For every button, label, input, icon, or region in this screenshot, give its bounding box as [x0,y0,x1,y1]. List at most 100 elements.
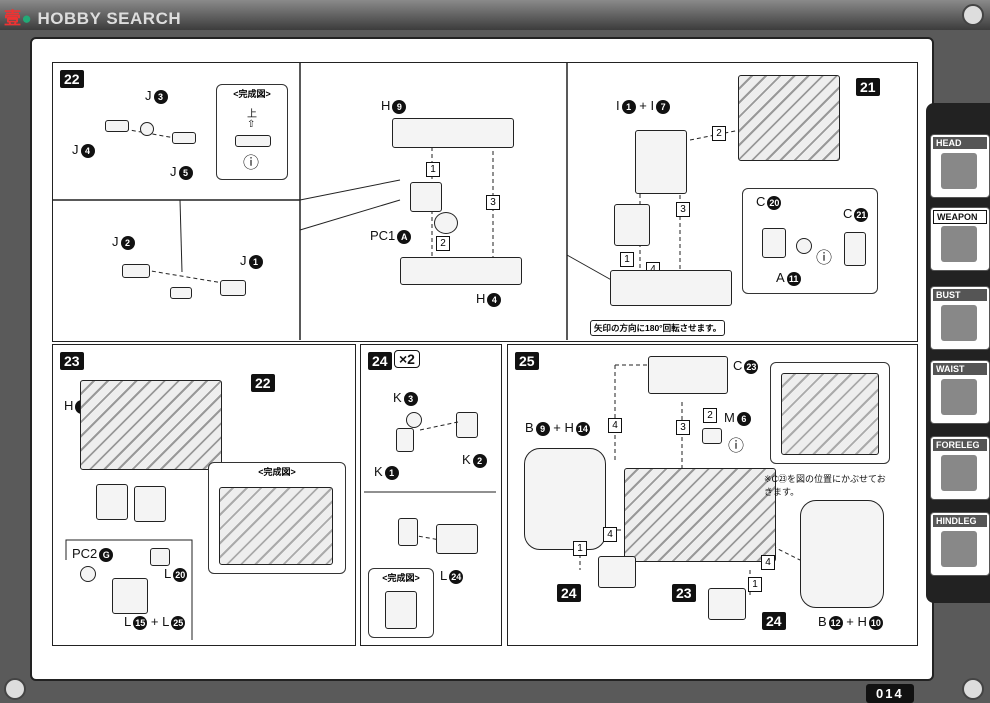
step-23-number: 23 [60,352,84,370]
step-marker-1: 1 [426,162,440,177]
part-c20 [762,228,786,258]
part-h9 [392,118,514,148]
part-bracket [410,182,442,212]
tab-weapon[interactable]: WEAPON [930,207,990,271]
waist-icon [941,379,977,415]
part-j-small [170,287,192,299]
part-l15 [112,578,148,614]
weapon-assembly [80,380,222,470]
part-mount [614,204,650,246]
foreleg-icon [941,455,977,491]
part-assembled [235,135,271,147]
step-marker-1: 1 [573,541,587,556]
step-24-completed-view: <完成図> [368,568,434,638]
step-21-number: 21 [856,78,880,96]
watermark-logo: 壹● HOBBY SEARCH [4,9,182,28]
up-label: 上 [247,109,257,120]
part-b9-shield [524,448,606,550]
step-23-reference: 23 [672,584,696,602]
tab-foreleg[interactable]: FORELEG [930,436,990,500]
part-pc1-cap [434,212,458,234]
part-j2 [122,264,150,278]
part-j1 [220,280,246,296]
detail-illustration [781,373,879,455]
part-m6 [702,428,722,444]
step-24-reference: 24 [557,584,581,602]
step-25-detail-view [770,362,890,464]
part-k2 [456,412,478,438]
missile-pod-assembly [738,75,840,161]
step-marker-3: 3 [676,202,690,217]
tab-waist[interactable]: WAIST [930,360,990,424]
up-arrow-icon: ⇧ [247,119,256,130]
part-l24 [436,524,478,554]
part-k1 [396,428,414,452]
tab-hindleg[interactable]: HINDLEG [930,512,990,576]
step-marker-2: 2 [436,236,450,251]
attention-icon: ⓘ [243,155,260,172]
part-j4 [105,120,129,132]
part-arm-left [96,484,128,520]
weapon-body [624,468,776,562]
step-25-number: 25 [515,352,539,370]
part-24-right [708,588,746,620]
step-24-reference: 24 [762,612,786,630]
part-k3 [406,412,422,428]
corner-bolt-icon [4,678,26,700]
corner-bolt-icon [962,4,984,26]
step-marker-3: 3 [486,195,500,210]
head-icon [941,153,977,189]
part-c21 [844,232,866,266]
part-arm-right [134,486,166,522]
part-base [610,270,732,306]
step-22-completed-view: <完成図> 上 ⇧ ⓘ [216,84,288,180]
corner-bolt-icon [962,678,984,700]
tab-head[interactable]: HEAD [930,134,990,198]
part-j5 [172,132,196,144]
part-l20 [150,548,170,566]
part-j3 [140,122,154,136]
step-marker-1: 1 [620,252,634,267]
step-marker-4: 4 [603,527,617,542]
weapon-icon [941,226,977,262]
step-marker-2: 2 [703,408,717,423]
tab-bust[interactable]: BUST [930,286,990,350]
rotate-note: 矢印の方向に180°回転させます。 [590,320,726,336]
completed-weapon [219,487,333,565]
part-i-housing [635,130,687,194]
part-k-assembly [398,518,418,546]
step-22-reference: 22 [251,374,275,392]
step-22-number: 22 [60,70,84,88]
part-pc2 [80,566,96,582]
step-marker-4: 4 [761,555,775,570]
part-c23 [648,356,728,394]
step-marker-1: 1 [748,577,762,592]
step-marker-3: 3 [676,420,690,435]
page-number: 014 [866,684,914,703]
quantity-badge: ×2 [394,350,420,368]
part-24-left [598,556,636,588]
placement-note: ※C㉓を図の位置にかぶせておきます。 [764,474,886,497]
